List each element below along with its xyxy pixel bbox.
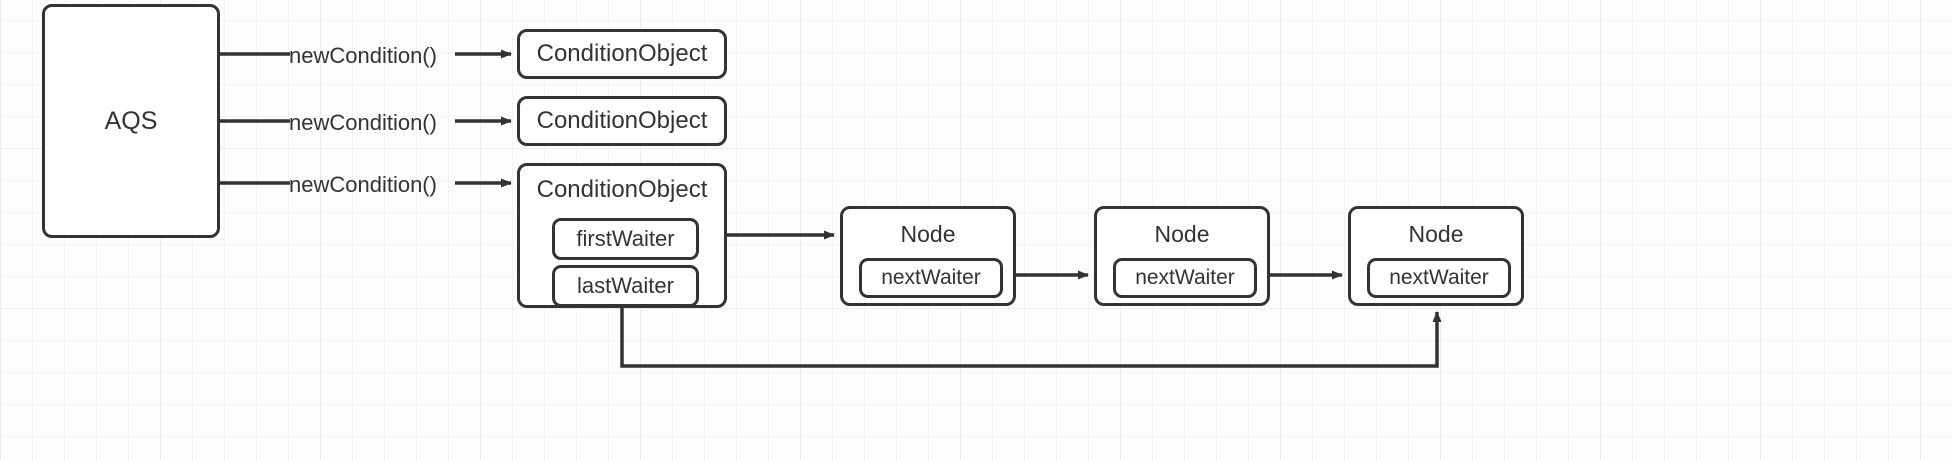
node-title-3: Node — [1408, 221, 1464, 247]
edge-label-new-condition-2: newCondition() — [289, 110, 437, 135]
node-box-1[interactable]: Node nextWaiter — [840, 206, 1016, 306]
condition-object-label-2: ConditionObject — [536, 107, 708, 134]
node-box-3[interactable]: Node nextWaiter — [1348, 206, 1524, 306]
condition-object-box-1[interactable]: ConditionObject — [517, 29, 727, 79]
node-title-2: Node — [1154, 221, 1210, 247]
aqs-label: AQS — [104, 106, 158, 135]
condition-object-label-1: ConditionObject — [536, 40, 708, 67]
node-title-1: Node — [900, 221, 956, 247]
next-waiter-label-2: nextWaiter — [1135, 266, 1235, 289]
edge-label-new-condition-1: newCondition() — [289, 43, 437, 68]
next-waiter-field-2[interactable]: nextWaiter — [1113, 258, 1257, 298]
edge-label-new-condition-3: newCondition() — [289, 172, 437, 197]
condition-object-box-2[interactable]: ConditionObject — [517, 96, 727, 146]
next-waiter-field-1[interactable]: nextWaiter — [859, 258, 1003, 298]
next-waiter-label-1: nextWaiter — [881, 266, 981, 289]
node-box-2[interactable]: Node nextWaiter — [1094, 206, 1270, 306]
condition-object-label-3: ConditionObject — [536, 176, 708, 203]
first-waiter-field[interactable]: firstWaiter — [552, 218, 699, 260]
next-waiter-field-3[interactable]: nextWaiter — [1367, 258, 1511, 298]
first-waiter-label: firstWaiter — [576, 226, 675, 251]
aqs-box[interactable]: AQS — [42, 4, 220, 238]
last-waiter-label: lastWaiter — [577, 273, 674, 298]
last-waiter-field[interactable]: lastWaiter — [552, 265, 699, 307]
next-waiter-label-3: nextWaiter — [1389, 266, 1489, 289]
condition-object-box-3[interactable]: ConditionObject firstWaiter lastWaiter — [517, 163, 727, 308]
